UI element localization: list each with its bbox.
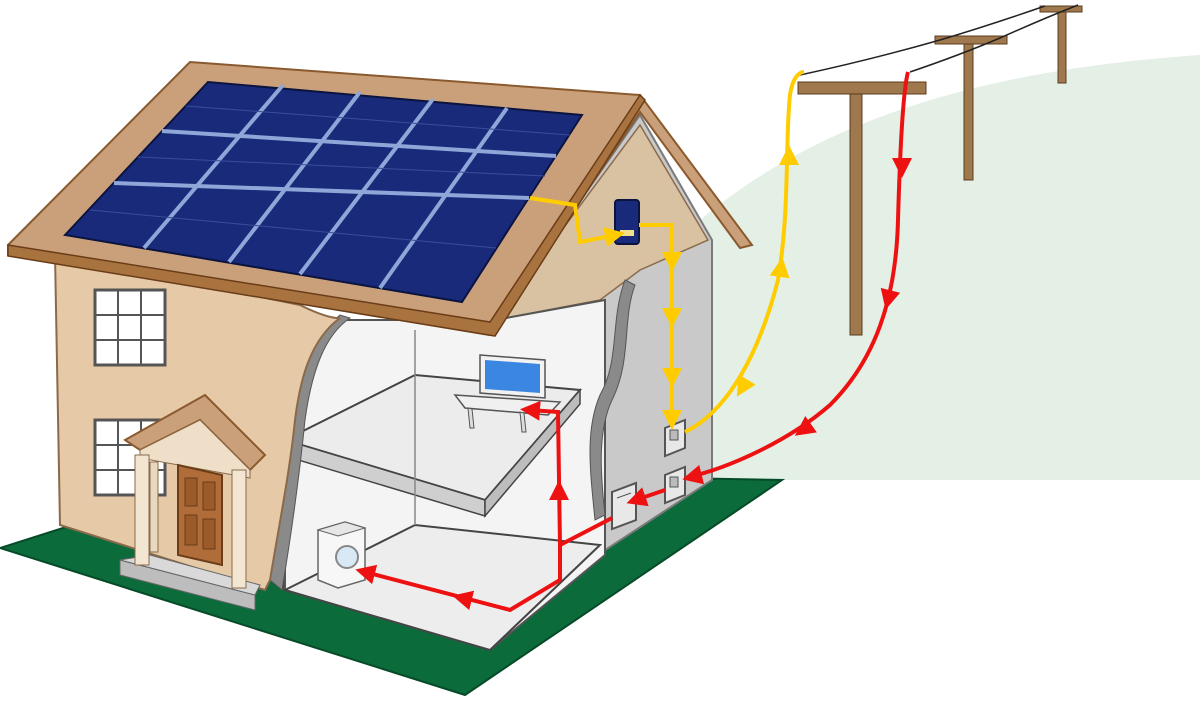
house-circuit-line xyxy=(355,545,562,613)
background-hill xyxy=(700,55,1200,480)
washing-machine-icon xyxy=(316,521,367,589)
inverter-icon xyxy=(614,199,640,245)
solar-flow-line xyxy=(529,196,625,247)
electric-meter-icon xyxy=(664,465,686,505)
solar-panel-icon xyxy=(62,80,584,304)
grid-import-line xyxy=(684,71,910,480)
cut-wall-edge-right xyxy=(589,279,636,521)
roof-edge xyxy=(7,93,646,337)
grid-to-panel-line xyxy=(626,487,666,507)
house-circuit-line xyxy=(520,400,613,549)
porch xyxy=(119,393,267,611)
door-icon xyxy=(177,463,223,567)
utility-pole-icon xyxy=(797,4,1083,336)
solar-export-line xyxy=(684,70,805,434)
window-icon xyxy=(93,288,167,367)
solar-flow-line xyxy=(639,223,674,420)
breaker-panel-icon xyxy=(611,481,637,531)
